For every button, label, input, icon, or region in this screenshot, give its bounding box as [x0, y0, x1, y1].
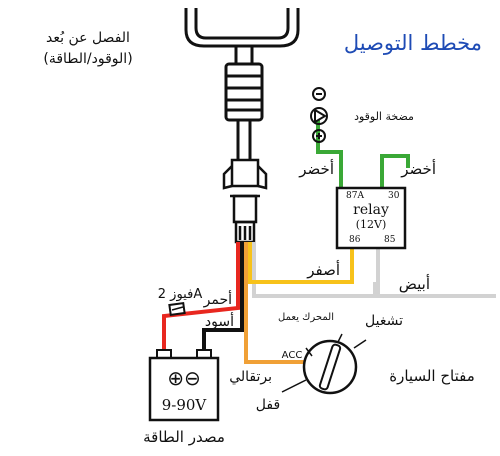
- ignition-switch: [281, 333, 367, 395]
- engine-running-label: المحرك يعمل: [278, 312, 334, 323]
- green-right-label: أخضر: [400, 159, 436, 178]
- white-wire: [252, 242, 496, 298]
- yellow-wire: [248, 242, 354, 284]
- fuel-pump-symbol: [310, 87, 328, 143]
- acc-label: ACC: [282, 350, 303, 361]
- relay-terminal-30: 30: [388, 191, 400, 201]
- start-label: تشغيل: [365, 313, 403, 329]
- relay-name: relay: [353, 202, 389, 218]
- yellow-label: أصفر: [306, 260, 340, 279]
- green-left-label: أخضر: [298, 159, 334, 178]
- remote-cutoff-line2: (الوقود/الطاقة): [43, 51, 132, 67]
- gps-tracker-device: [184, 8, 300, 160]
- fuse: [168, 301, 186, 317]
- red-label: أحمر: [203, 290, 232, 308]
- black-label: أسود: [205, 312, 234, 330]
- remote-cutoff-line1: الفصل عن بُعد: [46, 30, 130, 46]
- green-wire-right: [380, 154, 410, 188]
- wire-connector: [222, 158, 268, 244]
- battery-voltage-range: 9-90V: [162, 396, 208, 414]
- relay-terminal-86: 86: [349, 235, 361, 245]
- relay-box: [335, 186, 407, 250]
- relay-terminal-87a: 87A: [346, 191, 364, 201]
- orange-label: برتقالي: [229, 369, 272, 385]
- red-wire: [162, 242, 240, 355]
- black-wire: [202, 242, 244, 355]
- battery: [148, 349, 220, 422]
- fuel-pump-label: مضخة الوقود: [354, 110, 414, 123]
- diagram-title: مخطط التوصيل: [344, 31, 482, 55]
- battery-polarity: ⊕⊖: [167, 366, 201, 390]
- fuse-label: فيوز 2A: [158, 287, 203, 302]
- white-label: أبيض: [399, 274, 430, 293]
- orange-wire: [244, 242, 312, 364]
- ignition-key-label: مفتاح السيارة: [389, 367, 475, 385]
- power-source-label: مصدر الطاقة: [143, 428, 225, 446]
- lock-label: قفل: [256, 397, 280, 413]
- relay-terminal-85: 85: [384, 235, 396, 245]
- relay-voltage: (12V): [356, 218, 387, 231]
